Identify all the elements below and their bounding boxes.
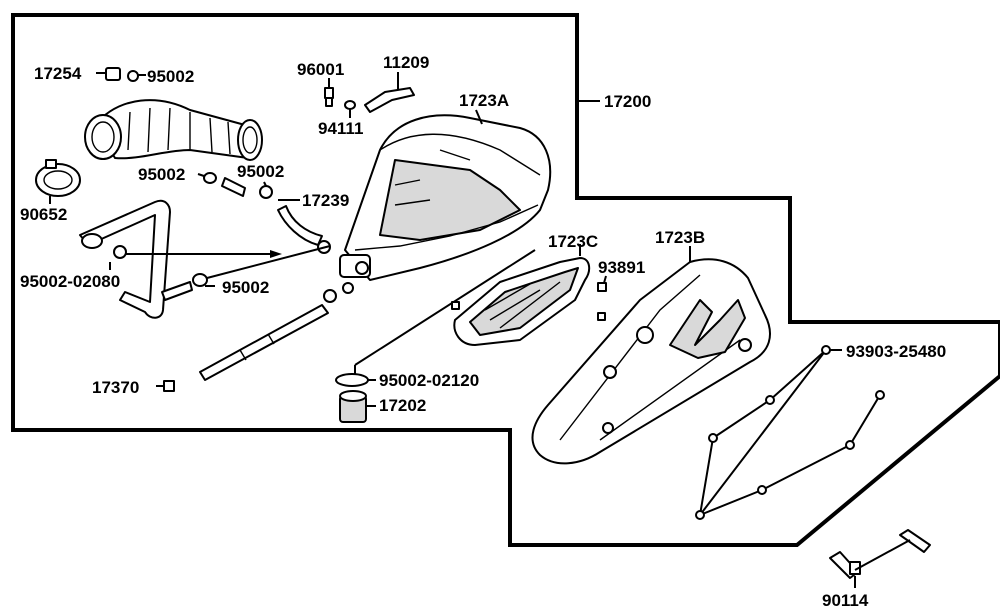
washer-94111: [344, 100, 356, 110]
cap-17370: [163, 380, 175, 392]
clip-95002-d: [192, 273, 208, 287]
label-1723A: 1723A: [459, 91, 509, 110]
assembly-boundary: [11, 13, 1000, 547]
label-94111: 94111: [318, 119, 363, 138]
label-95002-c: 95002: [237, 162, 284, 181]
label-93903-25480: 93903-25480: [846, 342, 946, 361]
bracket-11209: [364, 87, 415, 113]
clip-95002-b: [203, 172, 217, 184]
intake-duct: [84, 99, 263, 161]
label-17370: 17370: [92, 378, 139, 397]
label-95002-02080: 95002-02080: [20, 272, 120, 291]
label-1723B: 1723B: [655, 228, 705, 247]
bolt-90114: [829, 529, 931, 579]
air-cleaner-case-1723A: [339, 114, 552, 294]
label-17200: 17200: [604, 92, 651, 111]
filter-element-1723C: [453, 257, 591, 346]
label-11209: 11209: [383, 53, 429, 72]
drain-tube-frame: [79, 199, 193, 319]
hose-17239: [277, 205, 323, 246]
hose-clamp-90652: [35, 159, 81, 197]
label-95002-a: 95002: [147, 67, 194, 86]
label-90652: 90652: [20, 205, 67, 224]
bolt-96001: [324, 87, 334, 107]
joint-pipe: [221, 177, 246, 197]
label-17202: 17202: [379, 396, 426, 415]
label-96001: 96001: [297, 60, 344, 79]
label-17254: 17254: [34, 64, 82, 83]
screw-set-93903-25480: [695, 345, 885, 520]
label-95002-b: 95002: [138, 165, 185, 184]
clip-95002-02080: [113, 245, 127, 259]
drain-cap-17202: [339, 390, 367, 423]
cover-1723B: [531, 258, 771, 465]
label-93891: 93891: [598, 258, 645, 277]
label-17239: 17239: [302, 191, 349, 210]
label-90114: 90114: [822, 591, 869, 610]
clip-95002-02120: [335, 373, 369, 387]
hose-17370: [199, 304, 329, 381]
clip-95002-c: [259, 185, 273, 199]
label-1723C: 1723C: [548, 232, 598, 251]
label-95002-02120: 95002-02120: [379, 371, 479, 390]
screw-93891: [451, 282, 607, 321]
clamp-17254: [105, 67, 139, 82]
label-95002-d: 95002: [222, 278, 269, 297]
